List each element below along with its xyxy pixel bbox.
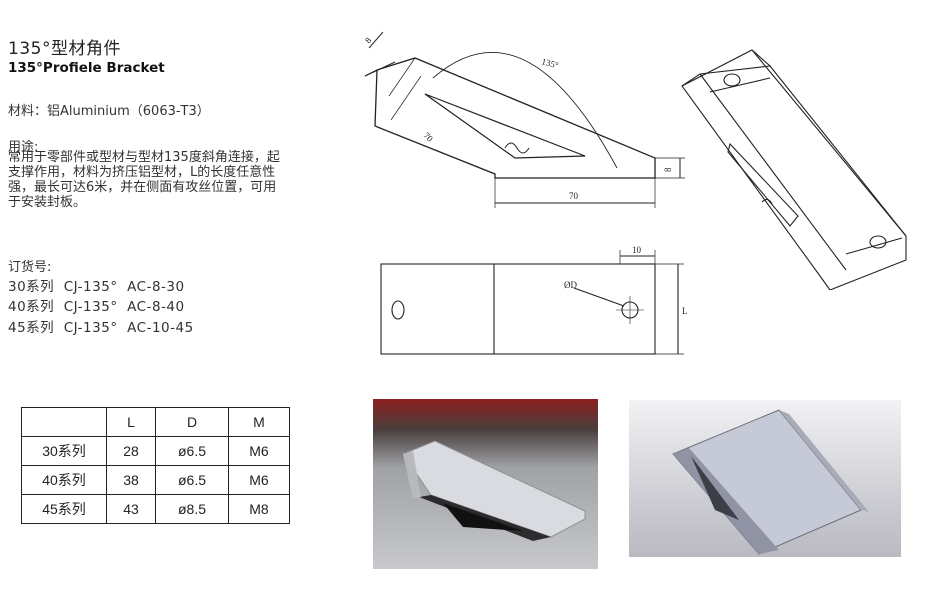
table-header-cell: L (106, 407, 156, 437)
product-photo (373, 399, 598, 569)
isometric-drawing (681, 49, 907, 290)
table-row: 30系列 28 ø6.5 M6 (21, 436, 290, 466)
dim-diameter: ØD (564, 280, 577, 290)
dim-10: 10 (632, 245, 642, 255)
table-cell: M6 (228, 465, 290, 495)
bracket-render-image (672, 409, 869, 555)
table-cell: 45系列 (21, 494, 107, 524)
table-cell: 28 (106, 436, 156, 466)
table-cell: M8 (228, 494, 290, 524)
table-header-cell: M (228, 407, 290, 437)
usage-line: 常用于零部件或型材与型材135度斜角连接，起 (8, 150, 280, 165)
table-cell: M6 (228, 436, 290, 466)
table-cell: 43 (106, 494, 156, 524)
usage-heading: 用途: (8, 140, 39, 155)
table-cell: ø6.5 (155, 465, 229, 495)
usage-line: 支撑作用，材料为挤压铝型材，L的长度任意性 (8, 165, 276, 180)
cad-render (629, 400, 901, 557)
order-item-45: 45系列 CJ-135° AC-10-45 (8, 320, 194, 336)
title-chinese: 135°型材角件 (8, 39, 121, 59)
table-row: 45系列 43 ø8.5 M8 (21, 494, 290, 524)
order-heading: 订货号: (8, 260, 52, 275)
table-row: 40系列 38 ø6.5 M6 (21, 465, 290, 495)
side-view-drawing: 8 135° 70 70 8 (363, 31, 685, 208)
dim-70-bottom: 70 (569, 191, 579, 201)
spec-table: L D M 30系列 28 ø6.5 M6 40系列 38 ø6.5 M6 45… (21, 407, 290, 524)
top-view-drawing: 10 ØD L (380, 245, 688, 355)
dim-l: L (682, 306, 688, 316)
usage-body: 常用于零部件或型材与型材135度斜角连接，起 支撑作用，材料为挤压铝型材，L的长… (8, 150, 364, 210)
order-item-30: 30系列 CJ-135° AC-8-30 (8, 279, 185, 295)
material-text: 材料：铝Aluminium（6063-T3） (8, 104, 210, 119)
bracket-photo-image (402, 440, 586, 541)
usage-line: 强，最长可达6米，并在侧面有攻丝位置，可用 (8, 180, 277, 195)
dim-70-diagonal: 70 (422, 130, 436, 144)
table-header-row: L D M (21, 407, 290, 437)
table-cell: 38 (106, 465, 156, 495)
usage-line: 于安装封板。 (8, 195, 87, 210)
table-cell: 30系列 (21, 436, 107, 466)
table-header-cell: D (155, 407, 229, 437)
table-header-cell (21, 407, 107, 437)
table-cell: ø6.5 (155, 436, 229, 466)
dim-135: 135° (540, 56, 559, 70)
dim-8-right: 8 (663, 167, 673, 172)
dim-8-top: 8 (363, 35, 374, 45)
title-english: 135°Profiele Bracket (8, 60, 165, 76)
table-cell: ø8.5 (155, 494, 229, 524)
table-cell: 40系列 (21, 465, 107, 495)
order-item-40: 40系列 CJ-135° AC-8-40 (8, 299, 185, 315)
